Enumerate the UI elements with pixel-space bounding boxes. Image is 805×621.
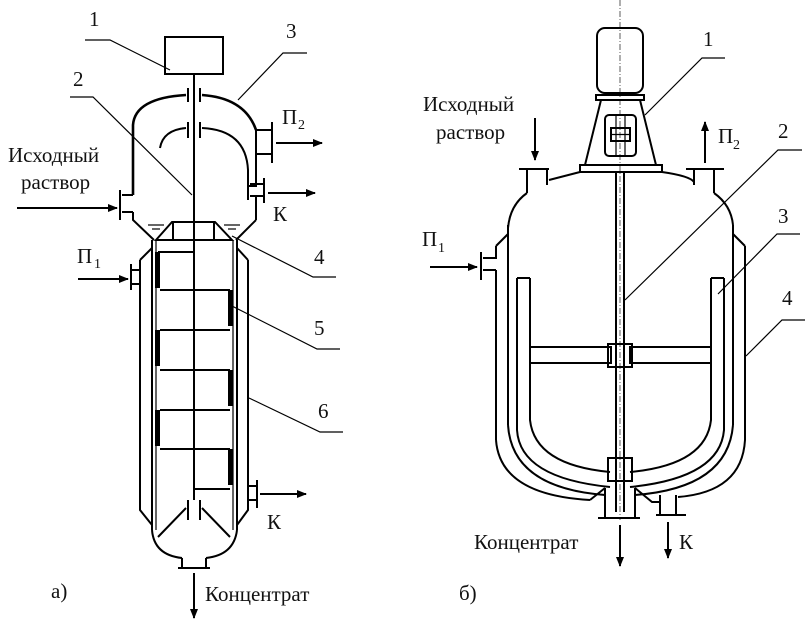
rotor-blades (155, 251, 233, 490)
callout-2: 2 (73, 67, 84, 91)
concentrate-label: Концентрат (205, 582, 309, 606)
steam-in-label-b: П (422, 227, 437, 251)
callout-4: 4 (314, 245, 325, 269)
vapor-out-label-b: П (718, 124, 733, 148)
jacket (495, 233, 509, 247)
caption-b: б) (459, 581, 477, 605)
drive-unit (164, 36, 224, 75)
condensate-top-label: К (273, 202, 288, 226)
vapor-out-label: П (282, 105, 297, 129)
callouts-left (70, 39, 343, 433)
callout-3-b: 3 (778, 204, 789, 228)
callout-6: 6 (318, 399, 329, 423)
separator-dome (131, 93, 258, 195)
heating-jacket (139, 260, 153, 526)
steam-in-subscript: 1 (94, 257, 101, 272)
callouts-right (624, 57, 805, 357)
stirred-tank-evaporator: 1 2 3 4 Исходный раствор П 2 П 1 Концент… (422, 0, 805, 605)
callout-3: 3 (286, 19, 297, 43)
feed-label: Исходный (8, 143, 99, 167)
vapor-out-subscript-b: 2 (733, 138, 740, 153)
callout-4-b: 4 (782, 286, 793, 310)
callout-5: 5 (314, 316, 325, 340)
bottom-bearing (607, 457, 633, 482)
caption-a: а) (51, 579, 67, 603)
steam-in-label: П (77, 244, 92, 268)
rotor-film-evaporator: 1 2 3 4 5 6 Исходный раствор П 1 П 2 К К… (8, 7, 343, 619)
callout-2-b: 2 (778, 119, 789, 143)
feed-label-b-2: раствор (436, 120, 505, 144)
condensate-bottom-label: К (267, 510, 282, 534)
impeller-hub (607, 343, 633, 368)
feed-label-b: Исходный (423, 92, 514, 116)
vapor-out-subscript: 2 (298, 118, 305, 133)
drive-stand (584, 99, 657, 166)
heating-coil (516, 278, 611, 488)
condensate-label-b: К (679, 530, 694, 554)
steam-in-subscript-b: 1 (438, 241, 445, 256)
callout-1: 1 (89, 7, 100, 31)
feed-label-2: раствор (21, 170, 90, 194)
vessel-head (548, 171, 695, 183)
concentrate-label-b: Концентрат (474, 530, 578, 554)
motor (596, 27, 644, 94)
bottom-head (151, 529, 238, 559)
callout-1-b: 1 (703, 27, 714, 51)
